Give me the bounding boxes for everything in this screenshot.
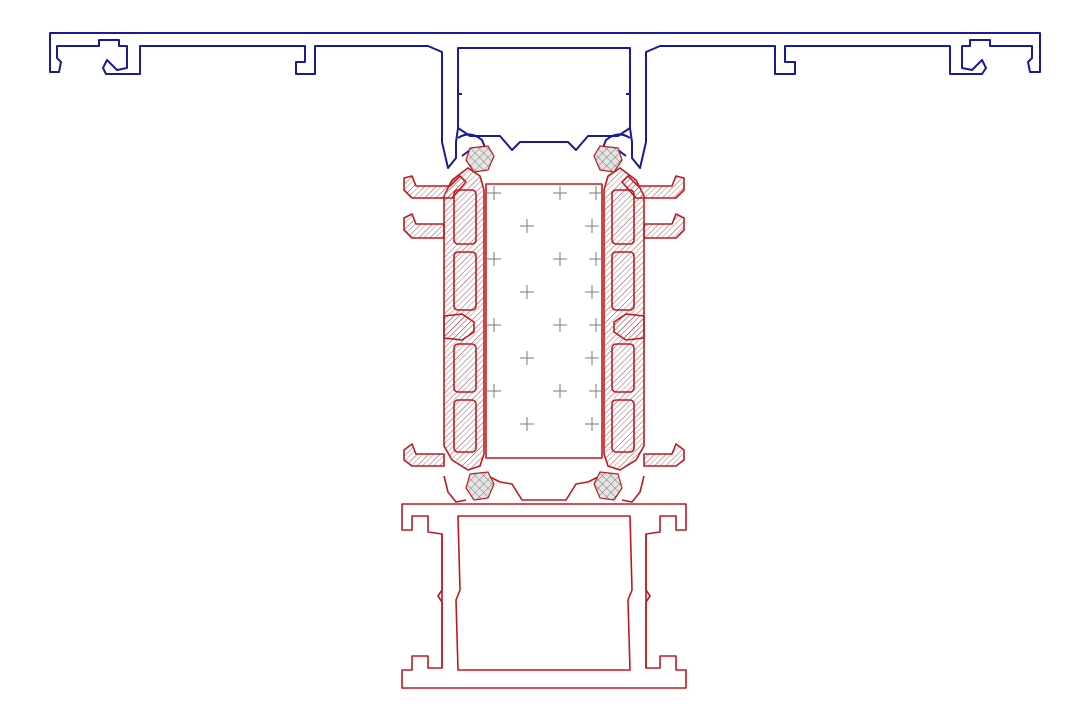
insulation-plus-mark [585,417,599,431]
insulation-plus-mark [553,252,567,266]
gasket-bottom-left [465,471,495,501]
insulation-plus-mark [487,252,501,266]
frame-left-cavity-4 [453,399,477,453]
gasket-top-right [593,145,623,173]
frame-left-lower-fin [403,443,445,467]
insulation-plus-mark [553,186,567,200]
gaskets [443,145,645,503]
insulation-plus-mark [487,384,501,398]
insulation-plus-mark [487,318,501,332]
frame-right-top-fin [621,175,685,199]
frame-bottom-channel [483,473,605,501]
frame-right-cavity-4 [611,399,635,453]
insulation-plus-mark [589,318,603,332]
insulation-core-outline [485,183,603,459]
insulation-plus-mark [520,219,534,233]
insulation-plus-mark [520,351,534,365]
insulation-core [485,183,603,459]
bottom-mullion-left-wall [437,534,443,668]
frame-left-cavity-3 [453,343,477,393]
bottom-mullion-outline [401,503,687,689]
insulation-plus-mark [520,417,534,431]
gasket-lip-bottom-left [443,475,467,503]
frame-right-mid-clip [613,313,645,341]
insulation-plus-mark [589,186,603,200]
gasket-top-left [465,145,495,173]
bottom-mullion-profile [401,503,687,689]
insulation-marks [487,186,603,431]
top-cover-profile [49,32,1041,169]
thermal-break-frame [403,167,685,501]
frame-left-upper-fin [403,213,445,239]
insulation-plus-mark [553,318,567,332]
frame-right-cavity-1 [611,189,635,245]
frame-right-lower-fin [643,443,685,467]
bottom-mullion-chamber [455,515,633,671]
insulation-plus-mark [487,186,501,200]
insulation-plus-mark [585,219,599,233]
gasket-bottom-right [593,471,623,501]
frame-right-cavity-2 [611,251,635,311]
top-cover-outline [49,32,1041,169]
frame-right-upper-fin [643,213,685,239]
frame-left-cavity-1 [453,189,477,245]
gasket-lip-bottom-right [621,475,645,503]
top-cover-inner-channel [457,127,631,151]
insulation-plus-mark [589,252,603,266]
insulation-plus-mark [589,384,603,398]
bottom-mullion-right-wall [645,534,651,668]
insulation-plus-mark [520,285,534,299]
insulation-plus-mark [585,351,599,365]
insulation-plus-mark [553,384,567,398]
frame-left-mid-clip [443,313,475,341]
frame-right-cavity-3 [611,343,635,393]
frame-left-top-fin [403,175,467,199]
frame-left-cavity-2 [453,251,477,311]
insulation-plus-mark [585,285,599,299]
